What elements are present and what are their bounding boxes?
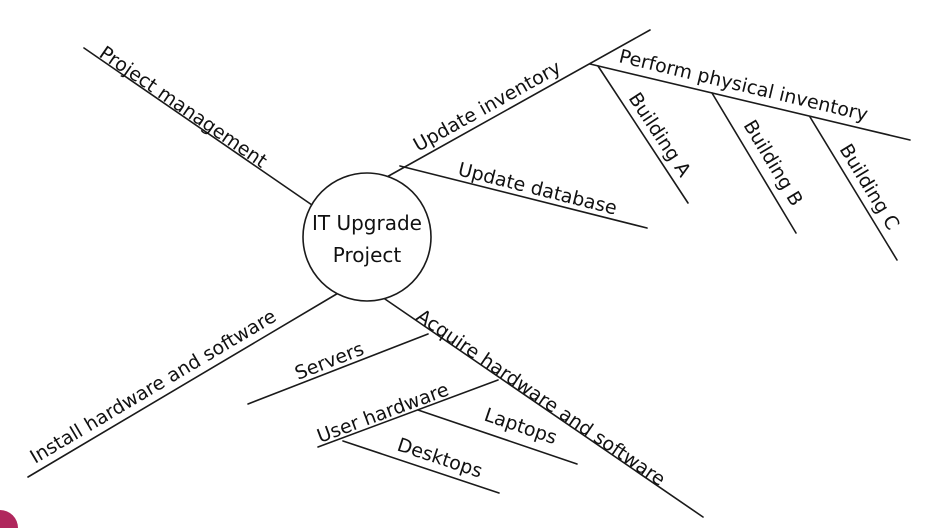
branch-line-building-c bbox=[809, 116, 898, 261]
label-building-a: Building A bbox=[624, 89, 695, 181]
branch-line-perform-physical-inventory bbox=[589, 63, 911, 141]
center-title-line1: IT Upgrade bbox=[312, 211, 422, 235]
branch-line-laptops bbox=[417, 409, 578, 465]
branch-line-building-a bbox=[597, 65, 689, 204]
center-title-line2: Project bbox=[333, 243, 402, 267]
label-install-hw-sw: Install hardware and software bbox=[26, 305, 280, 468]
corner-decoration bbox=[0, 510, 18, 528]
branch-line-user-hardware bbox=[317, 379, 499, 448]
branch-line-desktops bbox=[342, 440, 500, 494]
label-desktops: Desktops bbox=[394, 434, 485, 483]
label-servers: Servers bbox=[292, 338, 367, 385]
center-node bbox=[302, 172, 432, 302]
branch-line-servers bbox=[247, 333, 429, 405]
branch-line-acquire-hw-sw bbox=[381, 296, 704, 518]
label-update-database: Update database bbox=[456, 159, 619, 220]
label-building-c: Building C bbox=[835, 140, 904, 234]
label-project-management: Project management bbox=[95, 42, 271, 172]
branch-line-update-database bbox=[399, 165, 648, 229]
label-user-hardware: User hardware bbox=[314, 379, 452, 448]
branch-line-building-b bbox=[711, 92, 797, 234]
branch-line-project-management bbox=[83, 47, 313, 206]
branch-line-update-inventory bbox=[384, 29, 651, 179]
label-update-inventory: Update inventory bbox=[410, 57, 565, 157]
branch-line-install-hw-sw bbox=[27, 291, 341, 478]
